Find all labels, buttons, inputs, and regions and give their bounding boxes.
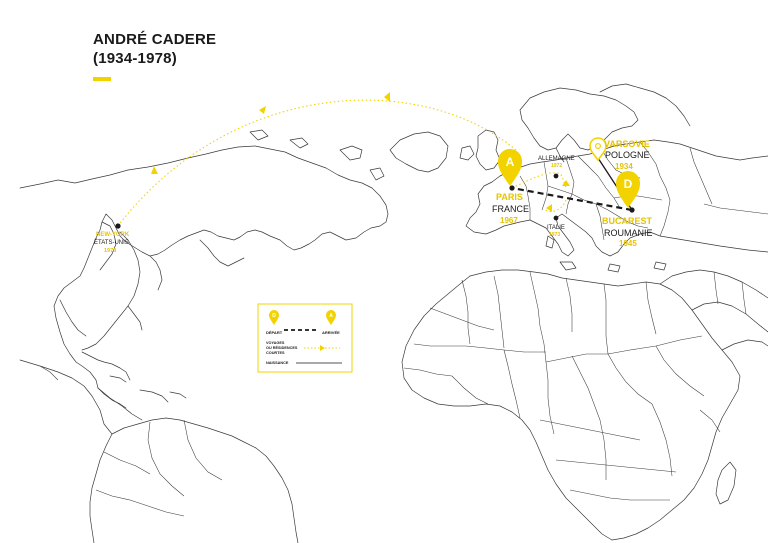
north-america-outline <box>19 129 449 435</box>
legend-voyages-line1: VOYAGES <box>266 341 285 345</box>
legend-arrivee-pin: A <box>326 310 336 325</box>
legend: D DÉPART A ARRIVÉE VOYAGES OU RÉSIDENCES… <box>257 303 353 373</box>
italie-dot <box>553 215 559 221</box>
bucarest-country: ROUMANIE <box>604 228 653 238</box>
route-arrow-2 <box>259 106 266 114</box>
route-bucarest-paris <box>511 186 633 212</box>
legend-depart-pin: D <box>269 310 279 325</box>
title-name: ANDRÉ CADERE <box>93 31 217 48</box>
africa-outline <box>401 269 768 541</box>
paris-dot <box>509 185 515 191</box>
pin-depart-letter: D <box>624 177 633 191</box>
new-york-year: 1978 <box>104 248 116 254</box>
allemagne-year: 1972 <box>551 163 562 169</box>
paris-year: 1967 <box>500 216 518 225</box>
legend-depart-letter: D <box>272 313 276 319</box>
title-dates: (1934-1978) <box>93 50 177 67</box>
varsovie-city: VARSOVIE <box>604 139 650 149</box>
bucarest-dot <box>629 207 635 213</box>
new-york-city: NEW-YORK <box>96 232 130 238</box>
bucarest-city: BUCAREST <box>602 216 653 226</box>
route-arrow-4 <box>562 180 570 186</box>
label-allemagne: ALLEMAGNE 1972 <box>538 156 575 169</box>
legend-arrow-icon <box>320 345 325 351</box>
pin-depart-bucarest: D <box>616 171 640 208</box>
italie-country: ITALIE <box>547 225 565 231</box>
label-new-york: NEW-YORK ÉTATS-UNIS 1978 <box>94 232 130 254</box>
route-arrow-5 <box>546 204 552 212</box>
label-bucarest: BUCAREST ROUMANIE 1945 <box>602 216 653 248</box>
varsovie-year: 1934 <box>615 162 633 171</box>
paris-city: PARIS <box>496 192 523 202</box>
route-arrow-1 <box>384 92 390 102</box>
legend-naissance-label: NAISSANCE <box>266 361 289 365</box>
legend-arrivee-letter: A <box>329 313 333 319</box>
page-title: ANDRÉ CADERE (1934-1978) <box>93 30 216 68</box>
paris-country: FRANCE <box>492 204 529 214</box>
allemagne-dot <box>553 173 559 179</box>
legend-arrivee-label: ARRIVÉE <box>322 330 340 335</box>
varsovie-country: POLOGNE <box>605 150 650 160</box>
label-italie: ITALIE 1973 <box>547 225 565 238</box>
bucarest-year: 1945 <box>619 239 637 248</box>
allemagne-country: ALLEMAGNE <box>538 156 575 162</box>
route-paris-new-york <box>117 99 517 227</box>
new-york-country: ÉTATS-UNIS <box>94 239 129 246</box>
pin-arrivee-letter: A <box>506 155 515 169</box>
europe-outline <box>459 83 768 273</box>
label-paris: PARIS FRANCE 1967 <box>492 192 529 225</box>
new-york-dot <box>115 223 121 229</box>
label-varsovie: VARSOVIE POLOGNE 1934 <box>604 139 650 171</box>
pin-arrivee-paris: A <box>498 149 522 186</box>
italie-year: 1973 <box>549 232 560 238</box>
legend-depart-label: DÉPART <box>266 330 283 335</box>
legend-voyages-line3: COURTES <box>266 351 285 355</box>
route-arrow-3 <box>151 166 158 174</box>
pin-varsovie <box>589 137 607 162</box>
title-accent-bar <box>93 77 111 81</box>
south-america-outline <box>89 417 299 543</box>
legend-voyages-line2: OU RÉSIDENCES <box>266 345 298 350</box>
